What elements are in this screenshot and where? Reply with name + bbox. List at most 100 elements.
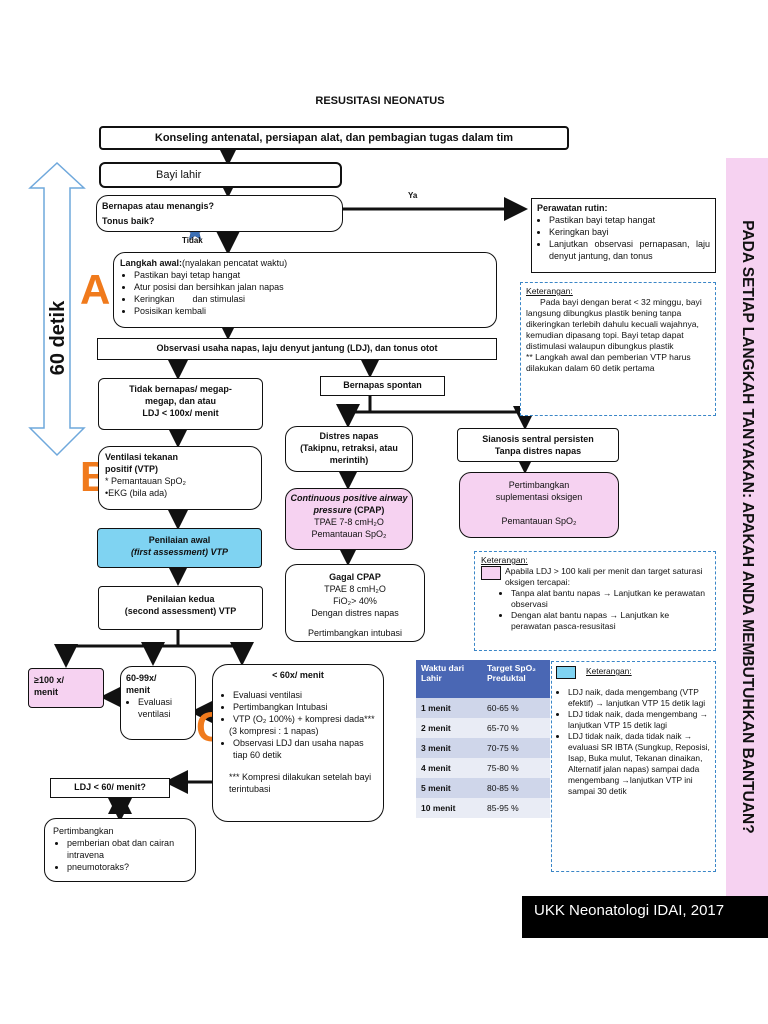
note-1-text-2: ** Langkah awal dan pemberian VTP harus … (526, 352, 691, 373)
hr-under-60-title: < 60x/ menit (272, 670, 324, 680)
routine-item: Keringkan bayi (549, 226, 710, 238)
hr-100-box: ≥100 x/ menit (28, 668, 104, 708)
cpap-failure-line: TPAE 8 cmH₂O (324, 584, 386, 594)
table-cell: 70-75 % (487, 743, 519, 753)
initial-item: Atur posisi dan bersihkan jalan napas (134, 281, 490, 293)
hr-under-60-sub: (3 kompresi : 1 napas) (229, 726, 319, 736)
hr-100-line: menit (34, 687, 59, 697)
vtp-line: positif (VTP) (105, 464, 158, 474)
note-2-text: Apabila LDJ > 100 kali per menit dan tar… (505, 566, 703, 587)
page-title: RESUSITASI NEONATUS (315, 95, 445, 107)
first-assessment-box: Penilaian awal (first assessment) VTP (97, 528, 262, 568)
question-line-2: Tonus baik? (102, 216, 155, 226)
initial-item: Pastikan bayi tetap hangat (134, 269, 490, 281)
help-banner-text: PADA SETIAP LANGKAH TANYAKAN: APAKAH AND… (739, 220, 756, 834)
cyanosis-box: Sianosis sentral persisten Tanpa distres… (457, 428, 619, 462)
hr-under-60-box: < 60x/ menit Evaluasi ventilasi Pertimba… (212, 664, 384, 822)
second-assessment-line: Penilaian kedua (146, 594, 215, 604)
table-cell: 80-85 % (487, 783, 519, 793)
question-line-1: Bernapas atau menangis? (102, 201, 215, 211)
vtp-box: Ventilasi tekanan positif (VTP) * Pemant… (98, 446, 262, 510)
help-banner: PADA SETIAP LANGKAH TANYAKAN: APAKAH AND… (726, 158, 768, 896)
table-cell: 5 menit (421, 783, 451, 793)
cpap-failure-line: FiO₂> 40% (333, 596, 377, 606)
table-cell: 85-95 % (487, 803, 519, 813)
hr-60-99-item: ventilasi (138, 709, 171, 719)
distress-line: Distres napas (319, 431, 379, 441)
time-double-arrow (28, 161, 86, 457)
hr-under-60-question-box: LDJ < 60/ menit? (50, 778, 170, 798)
cpap-line: Pemantauan SpO₂ (311, 529, 387, 539)
table-cell: 60-65 % (487, 703, 519, 713)
breathing-question-box: Bernapas atau menangis? Tonus baik? (96, 195, 343, 232)
hr-60-99-box: 60-99x/ menit Evaluasi ventilasi (120, 666, 196, 740)
initial-title-note: (nyalakan pencatat waktu) (182, 258, 288, 268)
spontaneous-box: Bernapas spontan (320, 376, 445, 396)
routine-title: Perawatan rutin: (537, 203, 608, 213)
cpap-box: Continuous positive airway pressure (CPA… (285, 488, 413, 550)
not-breathing-line: megap, dan atau (144, 396, 216, 406)
initial-title: Langkah awal: (120, 258, 183, 268)
note-3-item: LDJ naik, dada mengembang (VTP efektif) … (568, 687, 711, 709)
cpap-failure-box: Gagal CPAP TPAE 8 cmH₂O FiO₂> 40% Dengan… (285, 564, 425, 642)
second-assessment-box: Penilaian kedua (second assessment) VTP (98, 586, 263, 630)
cpap-line: (CPAP) (354, 505, 385, 515)
oxygen-line: Pertimbangkan (508, 480, 570, 490)
first-assessment-line: Penilaian awal (148, 535, 211, 545)
observation-box: Observasi usaha napas, laju denyut jantu… (97, 338, 497, 360)
table-cell: 65-70 % (487, 723, 519, 733)
routine-item: Lanjutkan observasi pernapasan, laju den… (549, 238, 710, 262)
table-header: Waktu dari Lahir (421, 663, 465, 683)
table-cell: 75-80 % (487, 763, 519, 773)
step-a-label: A (80, 266, 111, 313)
hr-60-99-item: Evaluasi (138, 697, 173, 707)
note-1-box: Keterangan: Pada bayi dengan berat < 32 … (520, 282, 716, 416)
note-2-box: Keterangan: Apabila LDJ > 100 kali per m… (474, 551, 716, 651)
consider-item: pneumotoraks? (67, 861, 187, 873)
oxygen-box: Pertimbangkan suplementasi oksigen Peman… (459, 472, 619, 538)
hr-100-line: ≥100 x/ (34, 675, 64, 685)
no-label: Tidak (182, 236, 203, 245)
oxygen-line: suplementasi oksigen (495, 492, 583, 502)
yes-label: Ya (408, 191, 418, 200)
cyanosis-line: Tanpa distres napas (494, 446, 582, 456)
hr-under-60-item: Evaluasi ventilasi (233, 689, 377, 701)
note-3-item: LDJ tidak naik, dada tidak naik → evalua… (568, 731, 711, 797)
cpap-failure-line: Dengan distres napas (311, 608, 399, 618)
note-2-item: Tanpa alat bantu napas → Lanjutkan ke pe… (511, 588, 709, 610)
hr-under-60-item: Pertimbangkan Intubasi (233, 701, 377, 713)
consider-item: pemberian obat dan cairan intravena (67, 837, 187, 861)
pink-legend-swatch (481, 566, 501, 580)
initial-item: Posisikan kembali (134, 305, 490, 317)
note-3-box: Keterangan: LDJ naik, dada mengembang (V… (551, 661, 716, 872)
table-cell: 1 menit (421, 703, 451, 713)
cpap-failure-line: Gagal CPAP (329, 572, 381, 582)
distress-box: Distres napas (Takipnu, retraksi, atau m… (285, 426, 413, 472)
not-breathing-box: Tidak bernapas/ megap- megap, dan atau L… (98, 378, 263, 430)
distress-line: merintih) (329, 455, 369, 465)
footer-credit: UKK Neonatologi IDAI, 2017 (522, 896, 768, 938)
initial-steps-box: Langkah awal:(nyalakan pencatat waktu) P… (113, 252, 497, 328)
hr-60-99-line: menit (126, 685, 151, 695)
not-breathing-line: LDJ < 100x/ menit (142, 408, 219, 418)
table-cell: 4 menit (421, 763, 451, 773)
note-1-title: Keterangan: (526, 286, 573, 296)
table-cell: 2 menit (421, 723, 451, 733)
counseling-box: Konseling antenatal, persiapan alat, dan… (99, 126, 569, 150)
vtp-line: Ventilasi tekanan (105, 452, 179, 462)
routine-item: Pastikan bayi tetap hangat (549, 214, 710, 226)
consider-title: Pertimbangkan (53, 826, 114, 836)
note-1-text: Pada bayi dengan berat < 32 minggu, bayi… (526, 297, 702, 351)
consider-box: Pertimbangkan pemberian obat dan cairan … (44, 818, 196, 882)
hr-60-99-line: 60-99x/ (126, 673, 157, 683)
second-assessment-line: (second assessment) VTP (124, 606, 237, 616)
vtp-line: * Pemantauan SpO₂ (105, 476, 187, 486)
table-cell: 10 menit (421, 803, 456, 813)
cpap-failure-line: Pertimbangkan intubasi (307, 628, 403, 638)
vtp-line: •EKG (bila ada) (105, 488, 168, 498)
note-3-item: LDJ tidak naik, dada mengembang → lanjut… (568, 709, 711, 731)
blue-legend-swatch (556, 666, 576, 679)
born-box: Bayi lahir (99, 162, 342, 188)
